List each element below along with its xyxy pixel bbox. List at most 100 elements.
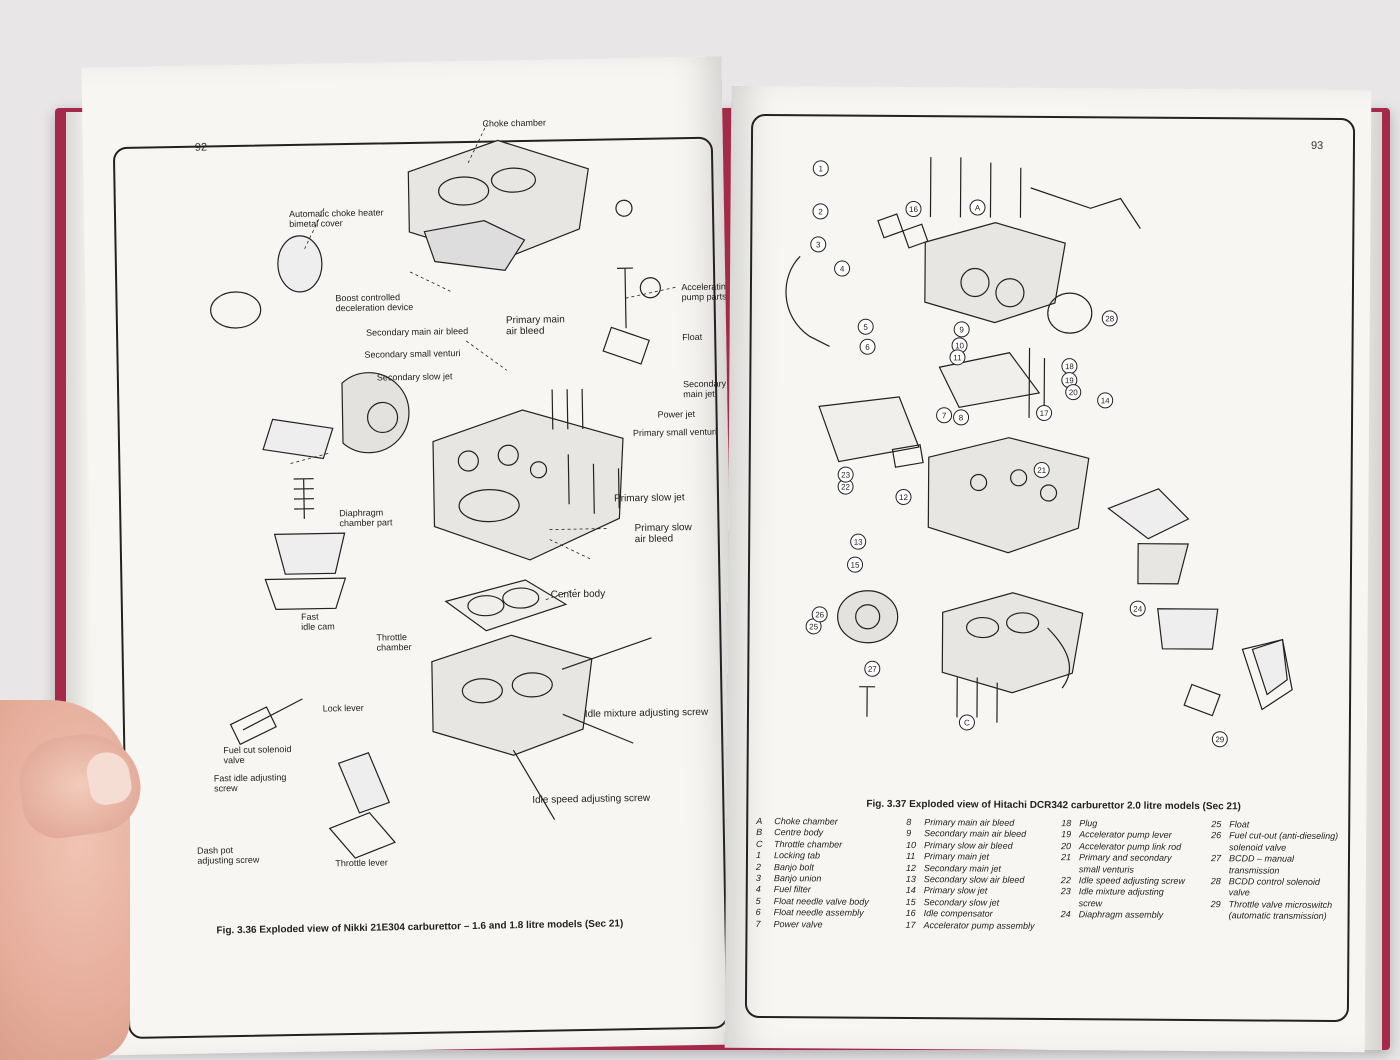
callout-circle-a: A bbox=[970, 200, 985, 215]
right-page: 93 bbox=[725, 86, 1372, 1052]
callout-number: 24 bbox=[1133, 605, 1143, 614]
callout-circle-28: 28 bbox=[1102, 311, 1117, 326]
label-fast-idle-cam: Fast idle cam bbox=[301, 611, 335, 632]
label-secondary-slow-jet: Secondary slow jet bbox=[377, 371, 453, 382]
callout-circle-24: 24 bbox=[1130, 601, 1145, 616]
legend-item: transmission bbox=[1211, 865, 1351, 877]
callout-circle-5: 5 bbox=[858, 319, 873, 334]
legend-key: 1 bbox=[756, 850, 774, 862]
legend-text: small venturis bbox=[1079, 864, 1134, 874]
label-power-jet: Power jet bbox=[657, 409, 695, 420]
callout-number: 20 bbox=[1069, 388, 1079, 397]
legend-text: BCDD control solenoid bbox=[1229, 876, 1320, 887]
callout-circle-18: 18 bbox=[1062, 359, 1077, 374]
callout-number: 29 bbox=[1215, 735, 1225, 744]
callout-circle-2: 2 bbox=[813, 204, 828, 219]
callout-number: 4 bbox=[840, 265, 845, 274]
label-diaphragm-chamber: Diaphragm chamber part bbox=[339, 507, 392, 528]
label-primary-slow-air: Primary slow air bleed bbox=[634, 522, 692, 545]
callout-number: A bbox=[975, 203, 981, 212]
legend-text: Plug bbox=[1079, 818, 1097, 828]
legend-key: 23 bbox=[1061, 886, 1079, 898]
label-primary-slow-jet: Primary slow jet bbox=[614, 492, 685, 504]
legend-text: transmission bbox=[1229, 865, 1280, 875]
callout-number: 7 bbox=[942, 411, 947, 420]
callout-circle-27: 27 bbox=[865, 661, 880, 676]
callout-number: 27 bbox=[868, 665, 878, 674]
legend-text: Diaphragm assembly bbox=[1079, 909, 1164, 920]
legend-text: Idle mixture adjusting bbox=[1079, 887, 1164, 898]
legend-text: Fuel cut-out (anti-dieseling) bbox=[1229, 831, 1338, 842]
legend-key: 25 bbox=[1211, 819, 1229, 831]
callout-circle-29: 29 bbox=[1212, 732, 1227, 747]
legend-key: 28 bbox=[1211, 876, 1229, 888]
legend-text: valve bbox=[1229, 888, 1250, 898]
callout-circle-14: 14 bbox=[1098, 393, 1113, 408]
legend-text: solenoid valve bbox=[1229, 842, 1286, 852]
legend-key: 29 bbox=[1211, 899, 1229, 911]
callout-number: 23 bbox=[841, 471, 851, 480]
carburettor-exploded-drawing-nikki bbox=[81, 56, 738, 1055]
callout-number: 12 bbox=[899, 493, 909, 502]
legend-text: Banjo union bbox=[774, 873, 822, 883]
legend-text: Accelerator pump lever bbox=[1079, 830, 1172, 841]
legend-text: Float bbox=[1229, 819, 1249, 829]
legend-key: C bbox=[756, 839, 774, 851]
label-dash-pot-screw: Dash pot adjusting screw bbox=[197, 845, 259, 866]
legend-text: Secondary slow air bleed bbox=[924, 874, 1025, 885]
callout-number: 15 bbox=[851, 561, 861, 570]
legend-key: A bbox=[756, 816, 774, 828]
callout-number: 2 bbox=[818, 207, 823, 216]
legend-key: 11 bbox=[906, 851, 924, 863]
legend-text: Float needle valve body bbox=[774, 896, 869, 907]
label-fuel-cut-valve: Fuel cut solenoid valve bbox=[223, 744, 291, 765]
legend-text: Banjo bolt bbox=[774, 862, 814, 872]
legend-key: 6 bbox=[756, 907, 774, 919]
callout-number: 19 bbox=[1065, 376, 1075, 385]
legend-text: Primary main air bleed bbox=[924, 817, 1014, 828]
legend-text: Idle speed adjusting screw bbox=[1079, 875, 1185, 886]
callout-number: 25 bbox=[809, 622, 819, 631]
legend-text: Throttle chamber bbox=[774, 839, 842, 849]
legend-key: 16 bbox=[906, 908, 924, 920]
callout-circle-c: C bbox=[959, 715, 974, 730]
legend-key: 26 bbox=[1211, 831, 1229, 843]
legend-key: 18 bbox=[1061, 818, 1079, 830]
callout-number: 1 bbox=[819, 164, 824, 173]
legend-key: 21 bbox=[1061, 852, 1079, 864]
legend-text: Accelerator pump assembly bbox=[923, 920, 1034, 931]
legend-text: Secondary main air bleed bbox=[924, 829, 1026, 840]
callout-number: 14 bbox=[1101, 396, 1111, 405]
label-throttle-chamber: Throttle chamber bbox=[376, 632, 411, 653]
label-choke-chamber: Choke chamber bbox=[482, 118, 546, 129]
legend-key: 2 bbox=[756, 862, 774, 874]
label-boost-device: Boost controlled deceleration device bbox=[335, 292, 413, 313]
legend-item: solenoid valve bbox=[1211, 842, 1351, 854]
callout-circle-11: 11 bbox=[950, 350, 965, 365]
callout-number: 8 bbox=[959, 413, 964, 422]
legend-key: 20 bbox=[1061, 841, 1079, 853]
legend-key: B bbox=[756, 827, 774, 839]
legend-key: 17 bbox=[905, 920, 923, 932]
callout-number: 28 bbox=[1105, 314, 1115, 323]
callout-circle-7: 7 bbox=[937, 408, 952, 423]
callout-circle-9: 9 bbox=[954, 322, 969, 337]
callout-number: 11 bbox=[953, 353, 962, 362]
label-accel-pump: Accelerating pump parts bbox=[681, 281, 731, 302]
legend-text: Locking tab bbox=[774, 850, 820, 860]
legend-key: 9 bbox=[906, 828, 924, 840]
legend-text: Accelerator pump link rod bbox=[1079, 841, 1181, 852]
callout-circle-16: 16 bbox=[906, 202, 921, 217]
legend-key: 8 bbox=[906, 817, 924, 829]
callout-circle-1: 1 bbox=[813, 161, 828, 176]
callout-number: 9 bbox=[959, 325, 964, 334]
legend-text: Power valve bbox=[773, 919, 822, 929]
legend-text: BCDD – manual bbox=[1229, 853, 1294, 863]
legend-text: Secondary main jet bbox=[924, 863, 1001, 874]
